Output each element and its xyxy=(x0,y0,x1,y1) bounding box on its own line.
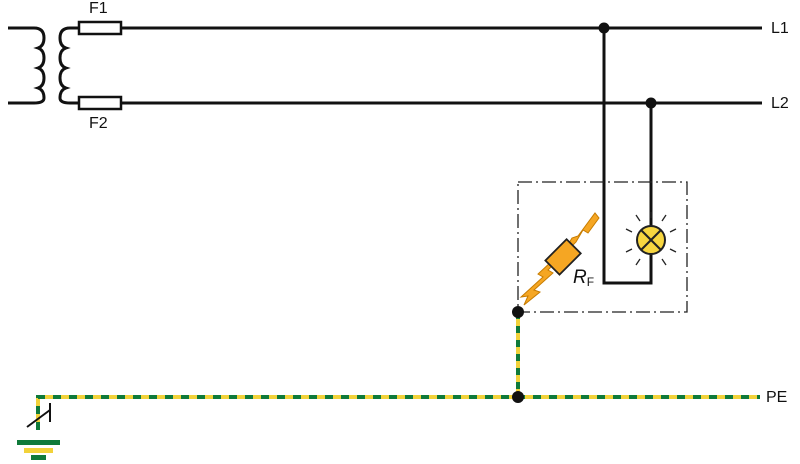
fault-resistance-label: RF xyxy=(573,267,595,289)
pe-junction-dot xyxy=(512,391,524,403)
enclosure-node-dot xyxy=(512,306,524,318)
fuse-f1-icon xyxy=(77,20,123,36)
fuse-f1-label: F1 xyxy=(89,0,108,17)
pe-bus xyxy=(36,395,760,430)
lamp-circuit-wire xyxy=(602,28,653,285)
lamp-icon xyxy=(625,212,677,266)
pe-label: PE xyxy=(766,389,788,406)
fuse-f2-label: F2 xyxy=(89,115,108,132)
equipment-enclosure xyxy=(517,181,688,313)
fault-resistance-icon xyxy=(519,212,600,306)
fuse-f2-icon xyxy=(77,95,123,111)
line-l2-label: L2 xyxy=(771,95,789,112)
line-l1-label: L1 xyxy=(771,20,789,37)
earth-ground-icon xyxy=(17,403,60,460)
transformer-icon xyxy=(8,26,80,105)
